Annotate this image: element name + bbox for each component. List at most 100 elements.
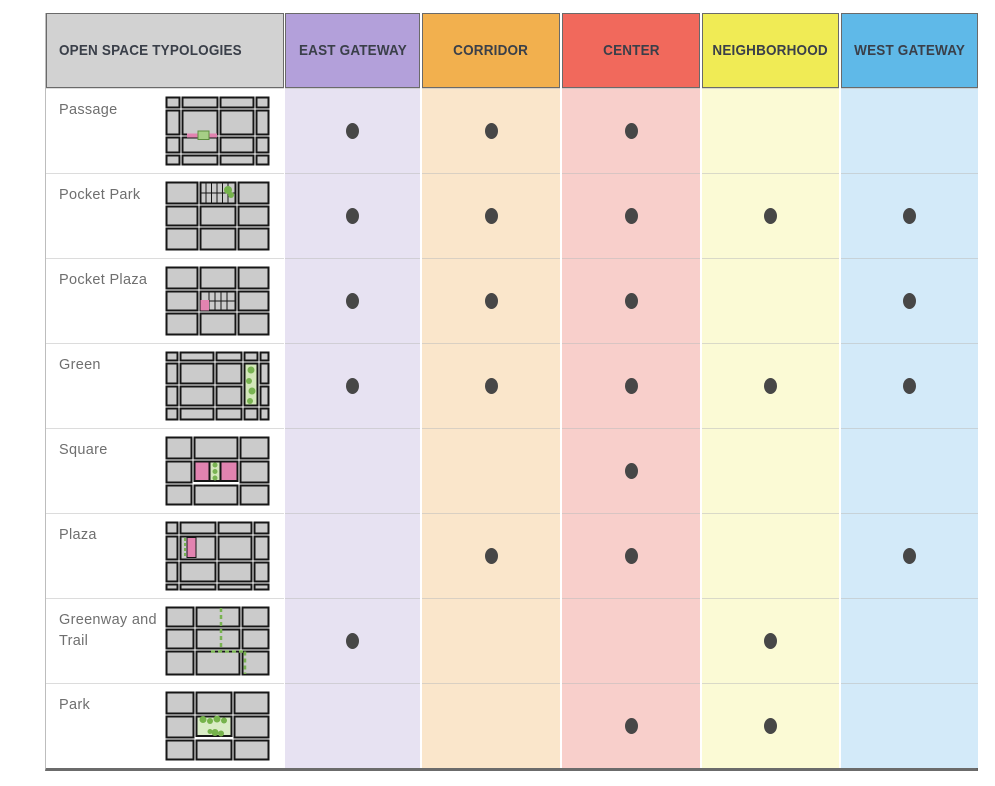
matrix-cell-park-west-gateway <box>841 683 978 768</box>
matrix-cell-passage-neighborhood <box>702 88 839 173</box>
matrix-cell-park-center <box>562 683 700 768</box>
column-header-label: WEST GATEWAY <box>854 42 965 59</box>
matrix-cell-square-west-gateway <box>841 428 978 513</box>
column-header-label: CENTER <box>602 42 660 59</box>
matrix-cell-square-center <box>562 428 700 513</box>
typology-label: Square <box>59 442 108 458</box>
presence-dot <box>624 293 638 309</box>
matrix-cell-pocket-plaza-corridor <box>422 258 560 343</box>
matrix-cell-square-east-gateway <box>285 428 420 513</box>
matrix-cell-plaza-neighborhood <box>702 513 839 598</box>
typology-label: Plaza <box>59 527 97 543</box>
typology-map-thumbnail-pocket-plaza <box>165 266 270 336</box>
presence-dot <box>764 378 777 394</box>
matrix-cell-greenway-trail-center <box>562 598 700 683</box>
typology-map-thumbnail-plaza <box>165 521 270 591</box>
matrix-cell-greenway-trail-corridor <box>422 598 560 683</box>
presence-dot <box>624 378 638 394</box>
matrix-cell-passage-east-gateway <box>285 88 420 173</box>
typology-cell-greenway-trail: Greenway and Trail <box>46 598 284 683</box>
matrix-cell-passage-center <box>562 88 700 173</box>
map-thumbnail <box>165 436 270 506</box>
matrix-cell-plaza-west-gateway <box>841 513 978 598</box>
presence-dot <box>624 208 638 224</box>
presence-dot <box>903 208 916 224</box>
typology-map-thumbnail-square <box>165 436 270 506</box>
matrix-cell-pocket-plaza-neighborhood <box>702 258 839 343</box>
matrix-cell-greenway-trail-east-gateway <box>285 598 420 683</box>
presence-dot <box>764 633 777 649</box>
matrix-cell-plaza-east-gateway <box>285 513 420 598</box>
matrix-cell-square-neighborhood <box>702 428 839 513</box>
typology-cell-square: Square <box>46 428 284 513</box>
column-header-center: CENTER <box>562 13 700 88</box>
presence-dot <box>764 718 777 734</box>
presence-dot <box>346 208 359 224</box>
matrix-cell-passage-corridor <box>422 88 560 173</box>
presence-dot <box>624 123 638 139</box>
column-header-label: NEIGHBORHOOD <box>712 42 829 59</box>
presence-dot <box>484 293 498 309</box>
presence-dot <box>764 208 777 224</box>
typology-label: Park <box>59 697 91 713</box>
presence-dot <box>624 463 638 479</box>
column-header-label: CORRIDOR <box>453 42 529 59</box>
typology-map-thumbnail-pocket-park <box>165 181 270 251</box>
matrix-cell-pocket-plaza-west-gateway <box>841 258 978 343</box>
matrix-cell-pocket-park-center <box>562 173 700 258</box>
typology-label: Pocket Park <box>59 187 141 203</box>
matrix-cell-pocket-park-west-gateway <box>841 173 978 258</box>
matrix-cell-passage-west-gateway <box>841 88 978 173</box>
matrix-cell-greenway-trail-west-gateway <box>841 598 978 683</box>
matrix-cell-park-corridor <box>422 683 560 768</box>
matrix-cell-pocket-park-east-gateway <box>285 173 420 258</box>
map-thumbnail <box>165 606 270 676</box>
matrix-cell-green-west-gateway <box>841 343 978 428</box>
column-header-east-gateway: EAST GATEWAY <box>285 13 420 88</box>
map-thumbnail <box>165 266 270 336</box>
presence-dot <box>346 123 359 139</box>
presence-dot <box>346 633 359 649</box>
matrix-cell-park-east-gateway <box>285 683 420 768</box>
typology-map-thumbnail-park <box>165 691 270 761</box>
typology-cell-plaza: Plaza <box>46 513 284 598</box>
map-thumbnail <box>165 521 270 591</box>
matrix-cell-plaza-corridor <box>422 513 560 598</box>
matrix-cell-pocket-plaza-east-gateway <box>285 258 420 343</box>
presence-dot <box>484 123 498 139</box>
column-header-label: EAST GATEWAY <box>298 42 407 59</box>
typology-cell-pocket-park: Pocket Park <box>46 173 284 258</box>
presence-dot <box>484 548 498 564</box>
matrix-cell-pocket-park-corridor <box>422 173 560 258</box>
matrix-cell-pocket-plaza-center <box>562 258 700 343</box>
presence-dot <box>484 378 498 394</box>
presence-dot <box>346 293 359 309</box>
matrix-cell-greenway-trail-neighborhood <box>702 598 839 683</box>
matrix-cell-square-corridor <box>422 428 560 513</box>
typology-map-thumbnail-green <box>165 351 270 421</box>
matrix-cell-green-east-gateway <box>285 343 420 428</box>
typology-label: Green <box>59 357 101 373</box>
presence-dot <box>624 548 638 564</box>
typology-cell-park: Park <box>46 683 284 768</box>
matrix-cell-pocket-park-neighborhood <box>702 173 839 258</box>
typology-label: Passage <box>59 102 118 118</box>
column-header-corridor: CORRIDOR <box>422 13 560 88</box>
map-thumbnail <box>165 691 270 761</box>
map-thumbnail <box>165 96 270 166</box>
matrix-cell-green-center <box>562 343 700 428</box>
presence-dot <box>624 718 638 734</box>
typology-cell-green: Green <box>46 343 284 428</box>
map-thumbnail <box>165 351 270 421</box>
presence-dot <box>903 548 916 564</box>
typology-map-thumbnail-passage <box>165 96 270 166</box>
column-header-neighborhood: NEIGHBORHOOD <box>702 13 839 88</box>
matrix-cell-green-neighborhood <box>702 343 839 428</box>
matrix-cell-green-corridor <box>422 343 560 428</box>
typology-cell-passage: Passage <box>46 88 284 173</box>
column-header-west-gateway: WEST GATEWAY <box>841 13 978 88</box>
presence-dot <box>903 378 916 394</box>
presence-dot <box>903 293 916 309</box>
matrix-cell-park-neighborhood <box>702 683 839 768</box>
